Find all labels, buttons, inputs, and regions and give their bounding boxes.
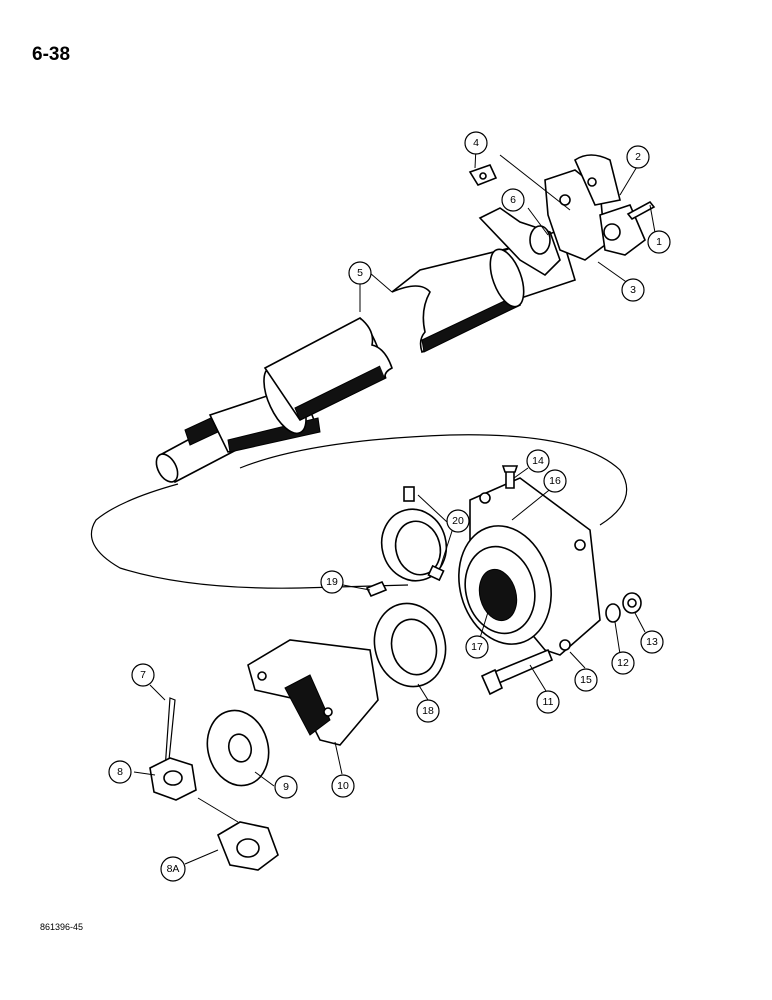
shaft-path-outline-upper [239, 434, 628, 526]
callout-label: 1 [656, 236, 662, 248]
bolt-hardware [480, 592, 642, 696]
coupler-housing [247, 639, 379, 746]
lock-collar [380, 486, 448, 582]
hex-nut [217, 821, 279, 871]
callout-16: 16 [543, 469, 567, 493]
callout-12: 12 [611, 651, 635, 675]
universal-joint [468, 154, 656, 277]
callout-6: 6 [501, 188, 525, 212]
callout-label: 5 [357, 267, 363, 279]
callout-label: 16 [549, 475, 561, 487]
callout-17: 17 [465, 635, 489, 659]
callout-14: 14 [526, 449, 550, 473]
document-code: 861396-45 [40, 922, 84, 932]
callout-10: 10 [331, 774, 355, 798]
flat-washer [206, 709, 270, 787]
shaft-path-outline [90, 483, 409, 589]
leader-lines [133, 146, 657, 865]
callout-label: 14 [532, 455, 544, 467]
castle-nut [149, 757, 197, 801]
callout-label: 7 [140, 669, 146, 681]
callout-label: 15 [580, 674, 592, 686]
clamp-collar [365, 580, 447, 688]
callout-label: 6 [510, 194, 516, 206]
callout-label: 11 [543, 696, 554, 708]
callout-label: 9 [283, 781, 289, 793]
callout-1: 1 [647, 230, 671, 254]
callout-label: 18 [422, 705, 434, 717]
callout-label: 13 [646, 636, 658, 648]
callout-11: 11 [536, 690, 560, 714]
callout-label: 4 [473, 137, 479, 149]
callout-label: 17 [471, 641, 483, 653]
callout-label: 8A [167, 863, 180, 875]
callout-label: 3 [630, 284, 636, 296]
callout-9: 9 [274, 775, 298, 799]
callout-13: 13 [640, 630, 664, 654]
callout-label: 20 [452, 515, 464, 527]
callout-label: 2 [635, 151, 641, 163]
callout-2: 2 [626, 145, 650, 169]
callout-8: 8 [108, 760, 132, 784]
callout-20: 20 [446, 509, 470, 533]
callout-7: 7 [131, 663, 155, 687]
callout-8a: 8A [160, 856, 186, 882]
callout-label: 12 [617, 657, 629, 669]
flange-bearing [458, 465, 601, 656]
callout-3: 3 [621, 278, 645, 302]
callout-label: 10 [337, 780, 349, 792]
callout-5: 5 [348, 261, 372, 285]
callout-4: 4 [464, 131, 488, 155]
callout-19: 19 [320, 570, 344, 594]
page-number: 6-38 [32, 44, 71, 65]
callout-label: 19 [326, 576, 338, 588]
callout-label: 8 [117, 766, 123, 778]
callout-15: 15 [574, 668, 598, 692]
callout-18: 18 [416, 699, 440, 723]
